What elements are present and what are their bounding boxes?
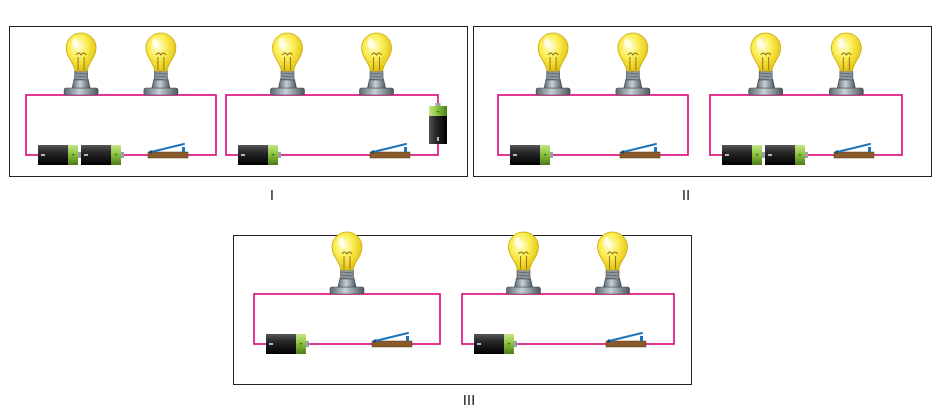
svg-text:+: + bbox=[436, 110, 440, 116]
battery-icon: + bbox=[266, 334, 309, 354]
light-bulb-icon bbox=[748, 32, 783, 96]
light-bulb-icon bbox=[506, 231, 541, 295]
light-bulb-icon bbox=[595, 231, 630, 295]
panel-label-i: I bbox=[269, 187, 275, 204]
switch-icon bbox=[605, 332, 647, 348]
light-bulb-icon bbox=[535, 32, 571, 96]
battery-icon: + bbox=[429, 103, 447, 144]
svg-text:+: + bbox=[299, 342, 303, 348]
svg-text:+: + bbox=[114, 153, 118, 159]
svg-text:+: + bbox=[755, 153, 759, 159]
switch-icon bbox=[369, 143, 411, 159]
svg-text:+: + bbox=[507, 342, 511, 348]
light-bulb-icon bbox=[359, 32, 394, 96]
battery-icon: + bbox=[510, 145, 553, 165]
battery-icon: + bbox=[765, 145, 808, 165]
svg-text:+: + bbox=[543, 153, 547, 159]
battery-icon: + bbox=[81, 145, 124, 165]
wire-loop bbox=[497, 94, 689, 156]
wire-loop bbox=[461, 293, 675, 345]
switch-icon bbox=[619, 143, 661, 159]
svg-text:+: + bbox=[71, 153, 75, 159]
light-bulb-icon bbox=[615, 32, 651, 96]
light-bulb-icon bbox=[143, 32, 179, 96]
light-bulb-icon bbox=[63, 32, 99, 96]
svg-text:+: + bbox=[271, 153, 275, 159]
panel-label-iii: III bbox=[462, 392, 476, 409]
switch-icon bbox=[147, 143, 189, 159]
light-bulb-icon bbox=[829, 32, 864, 96]
panel-label-ii: II bbox=[681, 187, 691, 204]
svg-text:+: + bbox=[798, 153, 802, 159]
switch-icon bbox=[833, 143, 875, 159]
light-bulb-icon bbox=[329, 231, 365, 295]
battery-icon: + bbox=[238, 145, 281, 165]
battery-icon: + bbox=[722, 145, 765, 165]
battery-icon: + bbox=[474, 334, 517, 354]
light-bulb-icon bbox=[270, 32, 305, 96]
battery-icon: + bbox=[38, 145, 81, 165]
switch-icon bbox=[371, 332, 413, 348]
